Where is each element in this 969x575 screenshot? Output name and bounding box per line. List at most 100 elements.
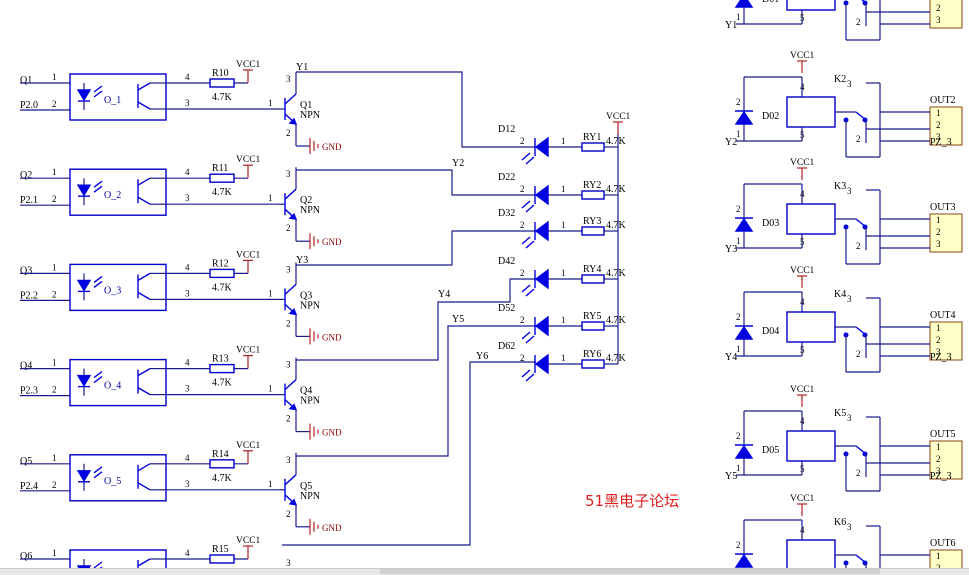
connector-type: PZ_3 bbox=[930, 352, 952, 363]
pin-number: 3 bbox=[847, 79, 852, 89]
pin-number: 3 bbox=[286, 169, 291, 179]
opto-light-arrow bbox=[93, 471, 103, 479]
pin-number: 2 bbox=[520, 268, 525, 278]
pin-number: 2 bbox=[736, 312, 741, 322]
resistor-body bbox=[209, 363, 235, 374]
output-connector-body bbox=[929, 321, 963, 361]
emitter-arrow-icon bbox=[288, 212, 298, 221]
led-resistor-value: 4.7K bbox=[606, 315, 627, 326]
led-light-arrow bbox=[525, 240, 535, 249]
relay-coil-body bbox=[786, 96, 836, 128]
opto-designator: O_2 bbox=[104, 190, 121, 201]
transistor-designator: Q5 bbox=[300, 481, 312, 492]
pin-number: 1 bbox=[268, 288, 273, 298]
pin-number: 1 bbox=[561, 353, 566, 363]
resistor-designator: R14 bbox=[212, 449, 229, 460]
relay-designator: K3 bbox=[834, 181, 846, 192]
pin-number: 4 bbox=[800, 416, 805, 426]
phototransistor-collector bbox=[137, 367, 151, 377]
pin-number: 1 bbox=[936, 215, 941, 225]
pin-number: 1 bbox=[561, 315, 566, 325]
scrollbar-thumb[interactable] bbox=[380, 569, 880, 574]
diode-designator: D03 bbox=[762, 218, 779, 229]
led-light-arrow bbox=[521, 152, 531, 161]
pin-number: 1 bbox=[936, 442, 941, 452]
input-label: Q3 bbox=[20, 265, 32, 276]
phototransistor-collector bbox=[137, 463, 151, 472]
relay-switch-arm bbox=[855, 554, 867, 564]
vcc-symbol-label: VCC1 bbox=[236, 155, 261, 165]
resistor-designator: R10 bbox=[212, 68, 229, 79]
port-label: P2.1 bbox=[20, 195, 38, 206]
vcc-symbol-label: VCC1 bbox=[236, 346, 261, 356]
flyback-diode-icon bbox=[734, 0, 754, 8]
pin-number: 3 bbox=[286, 360, 291, 370]
pin-number: 3 bbox=[185, 479, 190, 489]
diode-designator: D05 bbox=[762, 445, 779, 456]
led-resistor-body bbox=[581, 142, 605, 152]
led-light-arrow bbox=[525, 373, 535, 382]
pin-number: 2 bbox=[286, 414, 291, 424]
led-light-arrow bbox=[525, 335, 535, 344]
resistor-value: 4.7K bbox=[212, 473, 233, 484]
emitter-arrow-icon bbox=[288, 308, 298, 316]
opto-designator: O_5 bbox=[104, 476, 121, 487]
pin-number: 2 bbox=[856, 241, 861, 251]
pin-number: 2 bbox=[286, 509, 291, 519]
relay-designator: K5 bbox=[834, 408, 846, 419]
opto-light-arrow bbox=[93, 85, 103, 93]
input-label: Q5 bbox=[20, 456, 32, 467]
pin-number: 2 bbox=[286, 318, 291, 328]
resistor-body bbox=[209, 554, 235, 564]
connector-type: PZ_3 bbox=[930, 137, 952, 148]
port-label: P2.2 bbox=[20, 290, 38, 301]
relay-channel: 21D01Y14532123 bbox=[725, 0, 963, 41]
output-connector-body bbox=[929, 106, 963, 146]
relay-switch-arm bbox=[855, 111, 867, 121]
pin-number: 5 bbox=[800, 13, 805, 23]
pin-number: 3 bbox=[847, 413, 852, 423]
pin-number: 3 bbox=[286, 74, 291, 84]
led-resistor-body bbox=[581, 274, 605, 284]
pin-number: 1 bbox=[736, 12, 741, 22]
pin-number: 2 bbox=[520, 220, 525, 230]
relay-vcc-symbol-label: VCC1 bbox=[790, 266, 815, 276]
flyback-diode-icon bbox=[734, 217, 754, 232]
led-resistor-value: 4.7K bbox=[606, 136, 627, 147]
emitter-arrow-icon bbox=[288, 403, 298, 411]
led-light-arrow bbox=[521, 236, 531, 245]
phototransistor-collector bbox=[137, 272, 151, 282]
pin-number: 1 bbox=[52, 167, 57, 177]
transistor-designator: Q3 bbox=[300, 290, 312, 301]
opto-light-arrow bbox=[93, 280, 103, 288]
bus-net-wire bbox=[296, 169, 536, 196]
horizontal-scrollbar[interactable] bbox=[0, 568, 969, 575]
pin-number: 2 bbox=[736, 204, 741, 214]
relay-coil-body bbox=[786, 430, 836, 462]
pin-number: 3 bbox=[286, 455, 291, 465]
led-designator: D32 bbox=[498, 208, 515, 219]
pin-number: 3 bbox=[936, 239, 941, 249]
pin-number: 4 bbox=[185, 453, 190, 463]
led-icon bbox=[534, 353, 549, 375]
phototransistor-emitter bbox=[137, 386, 151, 396]
vcc-symbol-label: VCC1 bbox=[236, 250, 261, 260]
pin-number: 4 bbox=[800, 82, 805, 92]
pin-number: 4 bbox=[800, 297, 805, 307]
led-designator: D42 bbox=[498, 256, 515, 267]
vcc-symbol-label: VCC1 bbox=[236, 60, 261, 70]
resistor-designator: R11 bbox=[212, 163, 228, 174]
connector-type: PZ_3 bbox=[930, 471, 952, 482]
pin-number: 1 bbox=[52, 548, 57, 558]
phototransistor-collector bbox=[137, 177, 151, 186]
phototransistor-emitter bbox=[137, 196, 151, 205]
pin-number: 2 bbox=[520, 353, 525, 363]
relay-designator: K6 bbox=[834, 517, 846, 528]
relay-net-label: Y3 bbox=[725, 244, 737, 255]
